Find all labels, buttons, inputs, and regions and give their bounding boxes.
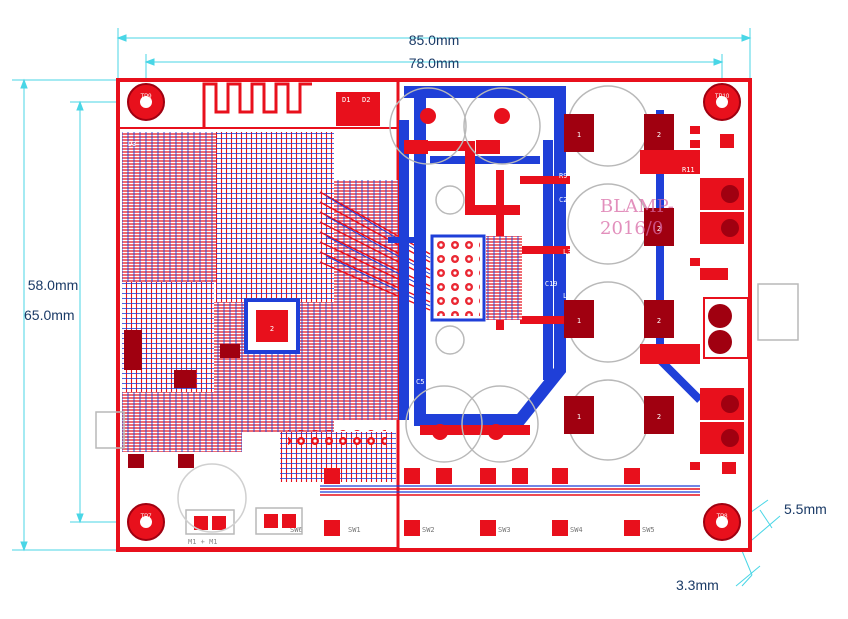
c28-label: C28 bbox=[676, 434, 689, 442]
tp7-label: TP7 bbox=[140, 514, 152, 520]
motor-header-label: M1 + M1 bbox=[188, 538, 218, 546]
mcu-label: 2 bbox=[270, 325, 274, 333]
mounting-holes: TP9 TP10 TP7 TP8 bbox=[127, 83, 741, 541]
d1-label: D1 bbox=[342, 96, 350, 104]
mosfet-pin1-c: 1 bbox=[577, 413, 581, 421]
sw3-label: SW3 bbox=[498, 526, 511, 534]
mosfet-pin2-b: 2 bbox=[657, 317, 661, 325]
capacitor-pads bbox=[404, 108, 510, 440]
bottom-left-connectors: M1 + M1 bbox=[95, 411, 303, 546]
r13-label: R13 bbox=[682, 368, 695, 376]
mosfet-pin1-b: 1 bbox=[577, 317, 581, 325]
l1-label: L1 bbox=[662, 102, 670, 110]
r11-label: R11 bbox=[682, 166, 695, 174]
inner-height-label: 58.0mm bbox=[28, 277, 79, 293]
sw6-label: SW6 bbox=[290, 526, 303, 534]
mosfet-pin1-a: 1 bbox=[577, 131, 581, 139]
c22-label: C22 bbox=[676, 204, 689, 212]
switch-row: SW1 SW2 SW3 SW4 SW5 SW6 bbox=[290, 468, 700, 536]
l3-label: L3 bbox=[563, 248, 571, 256]
c5-label: C5 bbox=[416, 378, 424, 386]
smd-pads-right bbox=[690, 126, 736, 474]
sw5-label: SW5 bbox=[642, 526, 655, 534]
small-components-left bbox=[124, 330, 240, 468]
board-watermark: BLAMP- 2016/0 bbox=[600, 196, 674, 239]
sw4-label: SW4 bbox=[570, 526, 583, 534]
tp9-label: TP9 bbox=[140, 94, 152, 100]
driver-ic bbox=[430, 234, 522, 322]
r10-label: R10 bbox=[684, 246, 697, 254]
mosfet-pin2-c: 2 bbox=[657, 413, 661, 421]
d2-label: D2 bbox=[362, 96, 370, 104]
overall-height-label: 65.0mm bbox=[24, 307, 75, 323]
sw1-label: SW1 bbox=[348, 526, 361, 534]
watermark-line1: BLAMP- bbox=[600, 196, 674, 217]
power-traces bbox=[388, 86, 703, 435]
d3-label: D3 bbox=[128, 140, 136, 148]
silkscreen-labels: D1 D2 D3 L1 L2 L3 R9 R10 R11 R13 C2 C5 C… bbox=[128, 92, 697, 442]
logic-section bbox=[122, 132, 431, 482]
inner-width-label: 78.0mm bbox=[409, 55, 460, 71]
tp10-label: TP10 bbox=[715, 94, 730, 100]
hole-offset-label: 5.5mm bbox=[784, 501, 827, 517]
tp8-label: TP8 bbox=[716, 514, 728, 520]
sw2-label: SW2 bbox=[422, 526, 435, 534]
hole-size-label: 3.3mm bbox=[676, 577, 719, 593]
c17-c19-label: C17 C19 bbox=[528, 280, 558, 288]
output-connectors bbox=[640, 150, 799, 454]
wifi-antenna-trace bbox=[202, 82, 312, 128]
watermark-line2: 2016/0 bbox=[600, 218, 663, 239]
dimension-annotations bbox=[12, 28, 781, 587]
l2-label: L2 bbox=[563, 292, 571, 300]
overall-width-label: 85.0mm bbox=[409, 32, 460, 48]
mosfet-pads: 1 2 1 2 1 2 2 bbox=[564, 114, 674, 434]
header-pin-row bbox=[288, 430, 386, 446]
mosfet-pin2-a: 2 bbox=[657, 131, 661, 139]
r9-label: R9 bbox=[559, 172, 567, 180]
mosfet-pin2-d: 2 bbox=[657, 225, 661, 233]
mcu-chip: 2 bbox=[244, 298, 300, 354]
c2-label: C2 bbox=[559, 196, 567, 204]
